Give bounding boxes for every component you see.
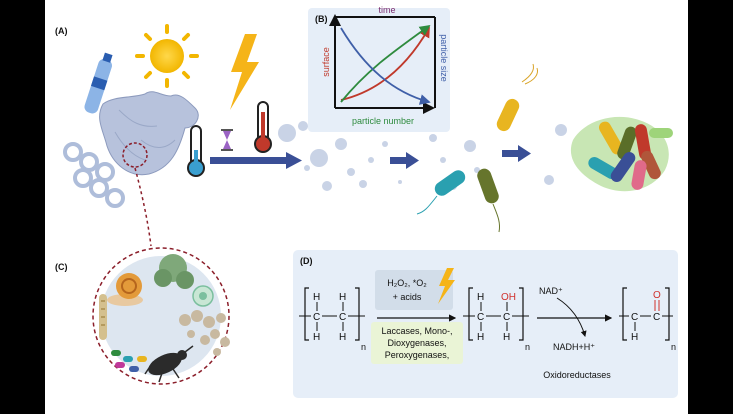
figure-panel: (A) (C) — [45, 0, 688, 414]
svg-text:H: H — [477, 292, 484, 303]
six-pack-rings-icon — [63, 142, 125, 208]
biofilm-consortium — [570, 116, 673, 192]
enzyme-line-1: Laccases, Mono-, — [381, 326, 452, 336]
svg-text:C: C — [339, 312, 346, 323]
panel-b-bottom-label: particle number — [352, 116, 414, 126]
svg-text:H: H — [503, 332, 510, 343]
svg-text:H: H — [339, 332, 346, 343]
panel-b-right-label: particle size — [439, 34, 449, 82]
svg-text:n: n — [525, 342, 530, 352]
oxidoreductases-label: Oxidoreductases — [543, 370, 611, 380]
svg-text:H: H — [313, 332, 320, 343]
thermometer-hot-icon — [254, 101, 272, 153]
sun-icon — [135, 24, 199, 88]
panel-b-box — [308, 8, 450, 132]
acids-text: + acids — [393, 292, 422, 302]
water-bottle-icon — [84, 52, 113, 114]
carbonyl-oxygen: O — [653, 290, 661, 301]
panel-label-c: (C) — [55, 262, 68, 272]
process-arrow-2 — [390, 152, 419, 169]
enzyme-box — [371, 322, 463, 364]
svg-text:H: H — [477, 332, 484, 343]
worm-icon — [99, 294, 107, 340]
cofactor-curve — [556, 297, 587, 337]
polymer-carbonyl: O C C H n — [619, 287, 676, 352]
process-arrow-3 — [502, 145, 531, 162]
process-arrow-1 — [210, 152, 302, 169]
beetle-icon — [144, 345, 194, 383]
panel-d-box — [293, 250, 678, 398]
cofactor-out: NADH+H⁺ — [553, 342, 595, 352]
svg-text:n: n — [361, 342, 366, 352]
svg-text:C: C — [477, 312, 484, 323]
polymer-hydroxylated: H OH C C H H n — [463, 287, 530, 352]
svg-text:H: H — [339, 292, 346, 303]
panel-label-b: (B) — [315, 14, 328, 24]
particle-number-curve — [340, 24, 431, 103]
svg-text:H: H — [313, 292, 320, 303]
particle-size-curve — [340, 27, 431, 105]
svg-text:C: C — [631, 312, 638, 323]
lightning-small-icon — [438, 268, 455, 304]
snail-icon — [107, 273, 143, 306]
hydroxyl-group: OH — [501, 292, 516, 303]
svg-text:C: C — [313, 312, 320, 323]
panel-b-top-label: time — [378, 5, 395, 15]
panel-b-left-label: surface — [321, 47, 331, 77]
fungi-icon — [154, 254, 194, 289]
thermometer-cold-icon — [187, 125, 205, 177]
enzyme-line-2: Dioxygenases, — [387, 338, 446, 348]
reagent-text: H₂O₂, *O₂ — [387, 278, 427, 288]
microplastic-particles — [278, 121, 567, 191]
svg-text:n: n — [671, 342, 676, 352]
figure-svg: (B) time surface particle size particle … — [63, 5, 678, 398]
diatom-icon — [192, 285, 214, 307]
panel-label-a: (A) — [55, 26, 68, 36]
hyphae-icon — [179, 310, 230, 356]
surface-curve — [340, 26, 430, 101]
reagent-box — [375, 270, 453, 310]
svg-text:C: C — [503, 312, 510, 323]
lightning-icon — [230, 34, 259, 110]
microbe-cluster-icon — [111, 350, 147, 372]
hourglass-icon — [221, 129, 233, 151]
panel-b-plot — [329, 14, 436, 114]
panel-label-d: (D) — [300, 256, 313, 266]
bacteria-icon — [416, 63, 538, 233]
svg-text:H: H — [631, 332, 638, 343]
polymer-polyethylene: H H C C H H n — [299, 287, 366, 352]
cofactor-in: NAD⁺ — [539, 286, 563, 296]
svg-text:C: C — [653, 312, 660, 323]
enzyme-line-3: Peroxygenases, — [385, 350, 450, 360]
plastic-bag-icon — [99, 91, 199, 176]
